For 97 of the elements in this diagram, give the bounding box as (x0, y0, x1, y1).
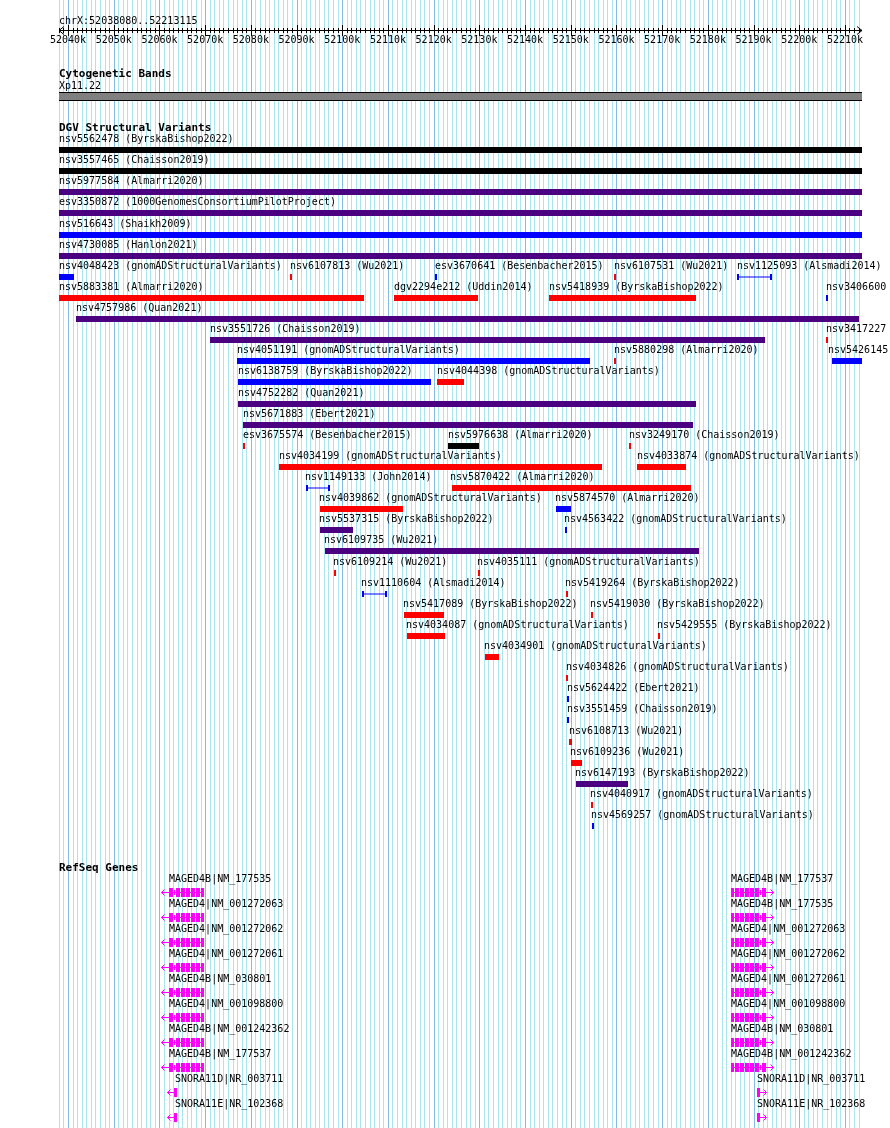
gene-label: MAGED4B|NM_177535 (169, 873, 272, 885)
tick-label: 52140k (507, 34, 544, 46)
feature-label: nsv6147193 (ByrskaBishop2022) (575, 767, 750, 779)
feature-label: nsv4044398 (gnomADStructuralVariants) (437, 365, 660, 377)
feature-label: nsv4035111 (gnomADStructuralVariants) (477, 556, 700, 568)
gene-label: MAGED4B|NM_001242362 (731, 1048, 852, 1060)
gene-label: MAGED4|NM_001272063 (169, 898, 284, 910)
feature-label: nsv1125093 (Alsmadi2014) (737, 260, 882, 272)
feature-label: nsv5624422 (Ebert2021) (567, 682, 700, 694)
feature-label: nsv3417227 (826, 323, 887, 335)
feature-label: esv3350872 (1000GenomesConsortiumPilotProject) (59, 196, 336, 208)
band-label: Xp11.22 (59, 80, 102, 92)
feature-label: nsv5419264 (ByrskaBishop2022) (565, 577, 740, 589)
tick-label: 52060k (141, 34, 178, 46)
feature-label: nsv5671883 (Ebert2021) (243, 408, 376, 420)
gene-label: MAGED4|NM_001272062 (169, 923, 284, 935)
feature-label: nsv5429555 (ByrskaBishop2022) (657, 619, 832, 631)
tick-label: 52130k (461, 34, 498, 46)
gene-label: SNORA11D|NR_003711 (175, 1073, 284, 1085)
feature-label: nsv4569257 (gnomADStructuralVariants) (591, 809, 814, 821)
feature-label: nsv5562478 (ByrskaBishop2022) (59, 133, 234, 145)
feature-label: nsv5874570 (Almarri2020) (555, 492, 700, 504)
feature-label: nsv4034826 (gnomADStructuralVariants) (566, 661, 789, 673)
feature-label: nsv6109735 (Wu2021) (324, 534, 439, 546)
feature-label: nsv4757986 (Quan2021) (76, 302, 203, 314)
gene-label: MAGED4B|NM_030801 (169, 973, 272, 985)
feature-label: nsv5537315 (ByrskaBishop2022) (319, 513, 494, 525)
feature-label: nsv5870422 (Almarri2020) (450, 471, 595, 483)
gene-label: SNORA11E|NR_102368 (175, 1098, 284, 1110)
tick-label: 52120k (415, 34, 452, 46)
feature-label: nsv6107813 (Wu2021) (290, 260, 405, 272)
gene-label: MAGED4B|NM_030801 (731, 1023, 834, 1035)
feature-label: nsv5419030 (ByrskaBishop2022) (590, 598, 765, 610)
feature-label: nsv3557465 (Chaisson2019) (59, 154, 210, 166)
feature-label: nsv5976638 (Almarri2020) (448, 429, 593, 441)
feature-label: nsv1110604 (Alsmadi2014) (361, 577, 506, 589)
feature-label: nsv5977584 (Almarri2020) (59, 175, 204, 187)
feature-label: nsv3551726 (Chaisson2019) (210, 323, 361, 335)
feature-label: nsv3249170 (Chaisson2019) (629, 429, 780, 441)
feature-label: nsv6107531 (Wu2021) (614, 260, 729, 272)
tick-label: 52210k (826, 34, 863, 46)
feature-label: nsv4730085 (Hanlon2021) (59, 239, 198, 251)
feature-label: nsv4048423 (gnomADStructuralVariants) (59, 260, 282, 272)
gene-label: SNORA11D|NR_003711 (757, 1073, 866, 1085)
gene-label: MAGED4B|NM_177535 (731, 898, 834, 910)
feature-label: nsv516643 (Shaikh2009) (59, 218, 192, 230)
tick-label: 52040k (50, 34, 87, 46)
track-title: DGV Structural Variants (59, 121, 212, 134)
feature-label: esv3670641 (Besenbacher2015) (435, 260, 604, 272)
feature-label: nsv4563422 (gnomADStructuralVariants) (564, 513, 787, 525)
feature-label: esv3675574 (Besenbacher2015) (243, 429, 412, 441)
feature-label: nsv4034901 (gnomADStructuralVariants) (484, 640, 707, 652)
feature-label: nsv6109236 (Wu2021) (570, 746, 685, 758)
tick-label: 52090k (278, 34, 315, 46)
feature-label: nsv5426145 (828, 344, 889, 356)
feature-label: nsv4034199 (gnomADStructuralVariants) (279, 450, 502, 462)
feature-label: nsv6108713 (Wu2021) (569, 725, 684, 737)
feature-label: nsv5880298 (Almarri2020) (614, 344, 759, 356)
feature-label: dgv2294e212 (Uddin2014) (394, 281, 533, 293)
feature-label: nsv5418939 (ByrskaBishop2022) (549, 281, 724, 293)
track-title: Cytogenetic Bands (59, 67, 172, 80)
gene-label: MAGED4|NM_001272061 (169, 948, 284, 960)
feature-label: nsv6109214 (Wu2021) (333, 556, 448, 568)
tick-label: 52070k (187, 34, 224, 46)
feature-label: nsv3551459 (Chaisson2019) (567, 703, 718, 715)
tick-label: 52100k (324, 34, 361, 46)
tick-label: 52150k (552, 34, 589, 46)
gene-label: MAGED4B|NM_001242362 (169, 1023, 290, 1035)
tick-label: 52200k (781, 34, 818, 46)
feature-label: nsv4033874 (gnomADStructuralVariants) (637, 450, 860, 462)
feature-label: nsv4752282 (Quan2021) (238, 387, 365, 399)
gene-label: MAGED4|NM_001272061 (731, 973, 846, 985)
gene-label: MAGED4|NM_001098800 (169, 998, 284, 1010)
tick-label: 52160k (598, 34, 635, 46)
gene-label: MAGED4|NM_001272062 (731, 948, 846, 960)
feature-label: nsv5883381 (Almarri2020) (59, 281, 204, 293)
feature-label: nsv6138759 (ByrskaBishop2022) (238, 365, 413, 377)
location-label: chrX:52038080..52213115 (59, 15, 198, 27)
tick-label: 52170k (644, 34, 681, 46)
gene-label: MAGED4B|NM_177537 (169, 1048, 272, 1060)
tick-label: 52080k (232, 34, 269, 46)
tick-label: 52050k (95, 34, 132, 46)
feature-label: nsv4039862 (gnomADStructuralVariants) (319, 492, 542, 504)
feature-label: nsv4040917 (gnomADStructuralVariants) (590, 788, 813, 800)
track-title: RefSeq Genes (59, 861, 139, 874)
gene-label: MAGED4B|NM_177537 (731, 873, 834, 885)
gene-label: MAGED4|NM_001098800 (731, 998, 846, 1010)
feature-label: nsv3406600 (826, 281, 887, 293)
gene-label: MAGED4|NM_001272063 (731, 923, 846, 935)
tick-label: 52180k (689, 34, 726, 46)
feature-label: nsv5417089 (ByrskaBishop2022) (403, 598, 578, 610)
feature-label: nsv1149133 (John2014) (305, 471, 432, 483)
tick-label: 52190k (735, 34, 772, 46)
tick-label: 52110k (369, 34, 406, 46)
gene-label: SNORA11E|NR_102368 (757, 1098, 866, 1110)
feature-label: nsv4051191 (gnomADStructuralVariants) (237, 344, 460, 356)
feature-label: nsv4034087 (gnomADStructuralVariants) (406, 619, 629, 631)
